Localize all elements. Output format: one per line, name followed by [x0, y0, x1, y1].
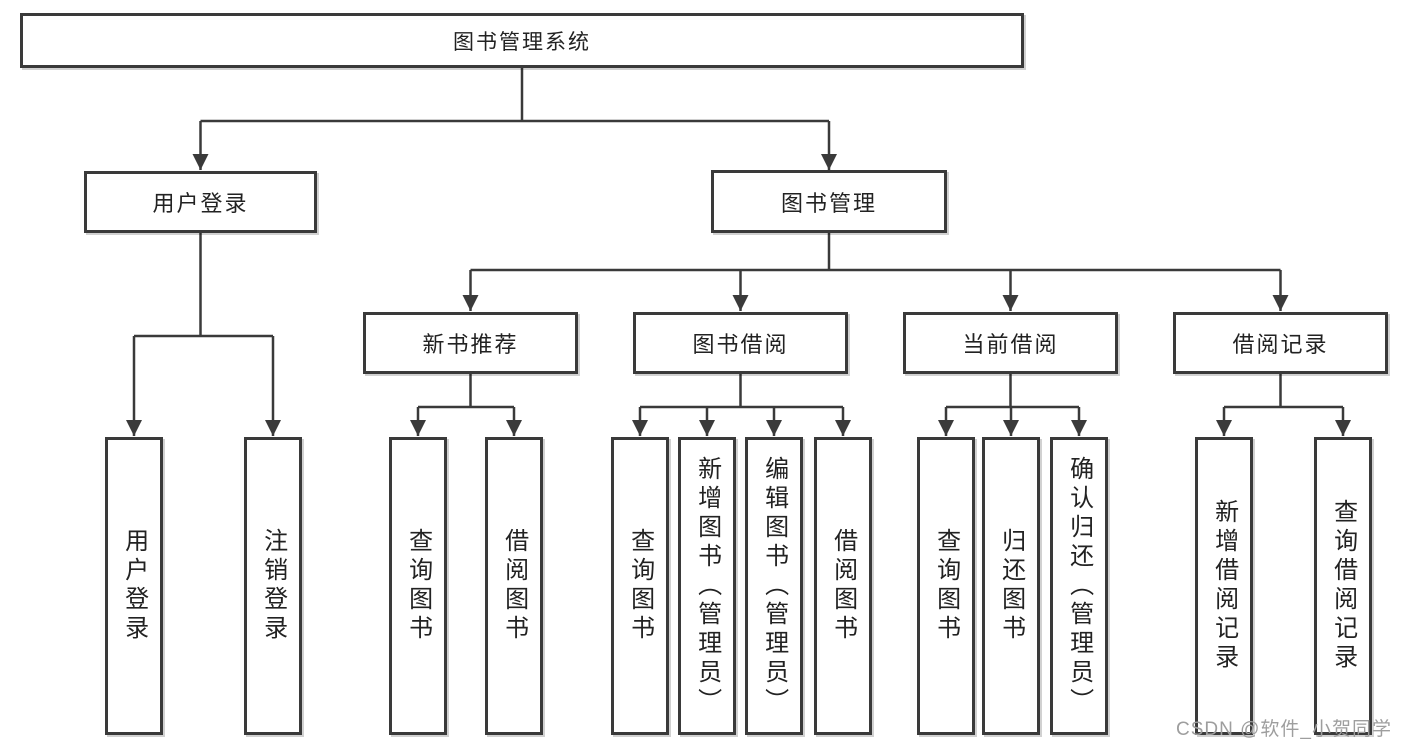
leaf-borrow-books-recommend-label: 借阅图书	[500, 528, 528, 644]
leaf-confirm-return-admin-label: 确认归还（管理员）	[1065, 455, 1093, 717]
node-current-borrow-label: 当前借阅	[962, 332, 1059, 357]
node-borrow-records-label: 借阅记录	[1232, 332, 1329, 357]
edge-root-trunk	[200, 66, 829, 123]
leaf-confirm-return-admin: 确认归还（管理员）	[1050, 437, 1108, 735]
leaf-logout-label: 注销登录	[259, 528, 287, 644]
leaf-edit-book-admin: 编辑图书（管理员）	[745, 437, 803, 735]
node-user-login: 用户登录	[84, 171, 317, 233]
leaf-user-login: 用户登录	[105, 437, 163, 735]
node-borrow-records: 借阅记录	[1173, 312, 1388, 374]
leaf-query-books-borrow: 查询图书	[611, 437, 669, 735]
leaf-query-books-borrow-label: 查询图书	[626, 528, 654, 644]
leaf-query-books-recommend: 查询图书	[389, 437, 447, 735]
leaf-return-book-label: 归还图书	[997, 528, 1025, 644]
edge-currentborrow-trunk	[946, 374, 1079, 409]
leaf-query-borrow-record-label: 查询借阅记录	[1329, 499, 1357, 673]
node-book-borrow: 图书借阅	[633, 312, 848, 374]
node-book-management-label: 图书管理	[780, 190, 877, 216]
node-new-book-recommend: 新书推荐	[363, 312, 578, 374]
leaf-add-borrow-record: 新增借阅记录	[1195, 437, 1253, 735]
leaf-borrow-books-recommend: 借阅图书	[485, 437, 543, 735]
leaf-query-books-current: 查询图书	[917, 437, 975, 735]
edge-userlogin-trunk	[134, 233, 273, 338]
leaf-add-book-admin-label: 新增图书（管理员）	[693, 455, 721, 717]
leaf-return-book: 归还图书	[982, 437, 1040, 735]
edge-bookborrow-trunk	[640, 374, 843, 409]
edge-bookmgmt-trunk	[470, 233, 1281, 272]
leaf-add-borrow-record-label: 新增借阅记录	[1210, 499, 1238, 673]
node-root-label: 图书管理系统	[453, 30, 591, 54]
leaf-borrow-books: 借阅图书	[814, 437, 872, 735]
leaf-add-book-admin: 新增图书（管理员）	[678, 437, 736, 735]
csdn-watermark: CSDN @软件_小贺同学	[1176, 719, 1392, 740]
leaf-query-books-recommend-label: 查询图书	[404, 528, 432, 644]
leaf-user-login-label: 用户登录	[120, 528, 148, 644]
node-book-borrow-label: 图书借阅	[692, 332, 789, 357]
leaf-query-borrow-record: 查询借阅记录	[1314, 437, 1372, 735]
edge-records-trunk	[1224, 374, 1343, 409]
node-new-book-recommend-label: 新书推荐	[422, 332, 519, 357]
node-book-management: 图书管理	[711, 170, 947, 233]
node-root-system: 图书管理系统	[20, 13, 1024, 68]
leaf-logout: 注销登录	[244, 437, 302, 735]
edge-newbook-trunk	[418, 374, 514, 409]
leaf-query-books-current-label: 查询图书	[932, 528, 960, 644]
leaf-borrow-books-label: 借阅图书	[829, 528, 857, 644]
node-current-borrow: 当前借阅	[903, 312, 1118, 374]
leaf-edit-book-admin-label: 编辑图书（管理员）	[760, 455, 788, 717]
node-user-login-label: 用户登录	[152, 191, 249, 216]
